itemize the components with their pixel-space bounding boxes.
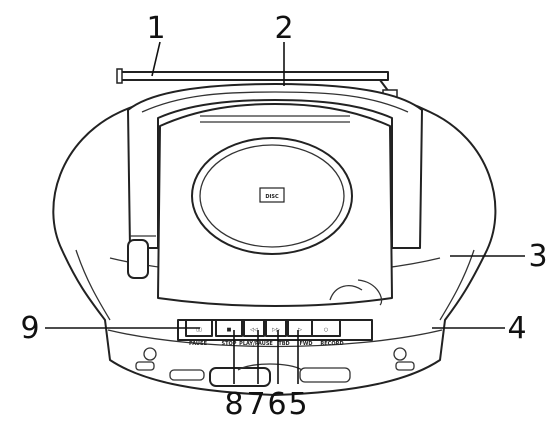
button-label-play-pause: PLAY/PAUSE [239,341,273,347]
callout-5: 5 [288,387,307,422]
button-label-stop: STOP [222,341,237,347]
callout-numbers: 1 2 3 4 5 6 7 8 9 [20,11,547,422]
cd-logo-text: DISC [265,194,279,200]
callout-2: 2 [274,11,293,46]
rewind-icon: ◁◁ [250,327,258,333]
cd-door: DISC [157,103,393,307]
stop-icon: ■ [227,327,232,333]
callout-9: 9 [20,311,39,346]
play-icon: ▷ [298,327,302,333]
pause-icon: ▯▯ [196,327,202,333]
callout-3: 3 [528,239,547,274]
button-label-pause: PAUSE [189,341,208,347]
leader-lines [45,41,525,384]
callout-4: 4 [507,311,526,346]
side-latch [127,235,156,279]
callout-7: 7 [246,387,265,422]
record-icon: ○ [324,327,328,333]
button-label-tbd: TBD [278,341,289,347]
callout-1: 1 [146,11,165,46]
callout-8: 8 [224,387,243,422]
bottom-details [135,347,415,387]
callout-6: 6 [267,387,286,422]
button-label-record: RECORD [320,341,343,347]
fast-forward-icon: ▷▷ [272,327,280,333]
button-label-fwd: FWD [299,341,312,347]
carry-handle [127,83,423,249]
